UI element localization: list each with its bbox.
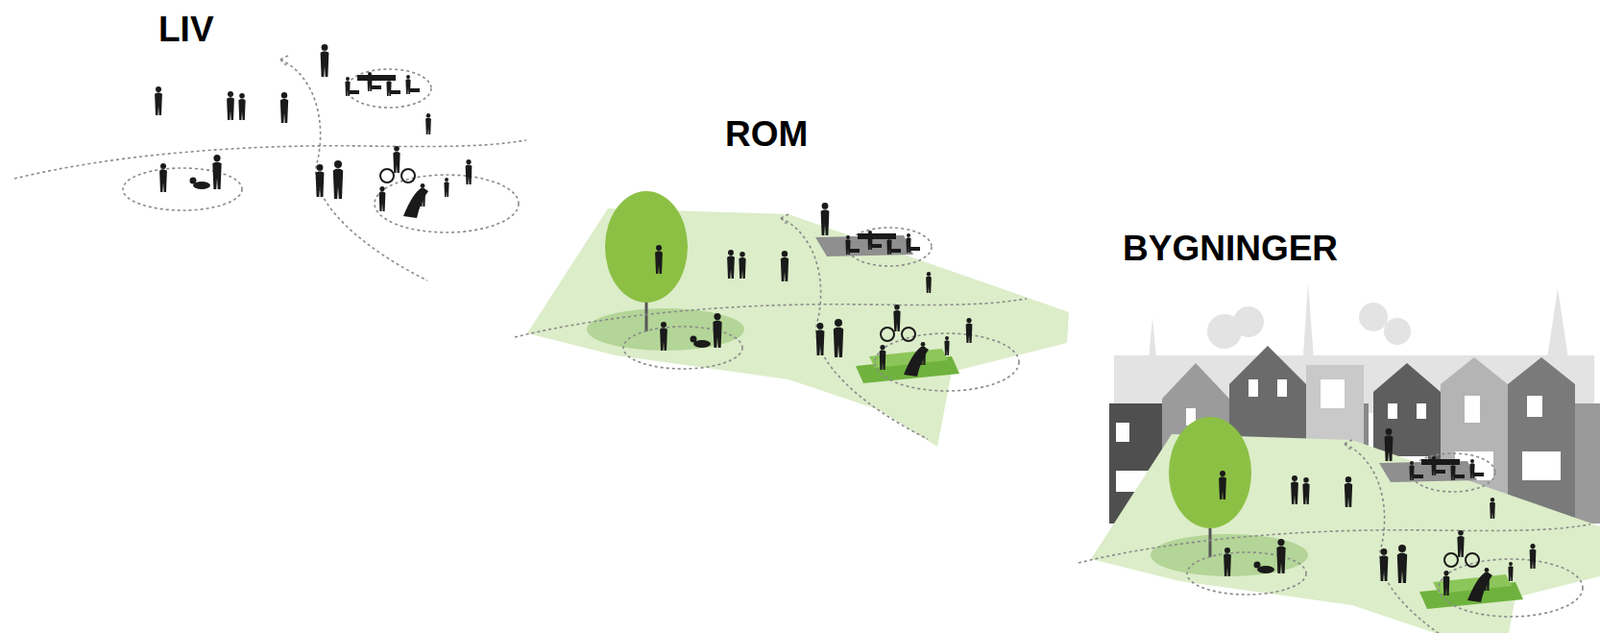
life-panel [14, 44, 527, 281]
panel-label: ROM [725, 116, 808, 152]
panel-label: LIV [158, 11, 215, 48]
space-panel [514, 191, 1069, 447]
buildings-panel [1078, 283, 1600, 633]
panel-label: BYGNINGER [1122, 230, 1338, 267]
